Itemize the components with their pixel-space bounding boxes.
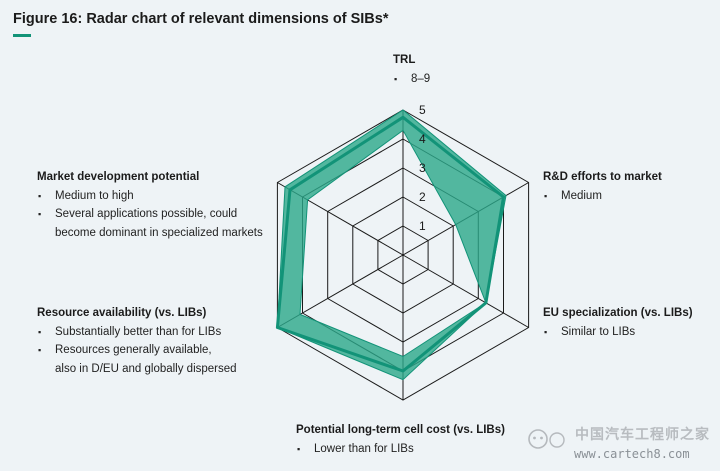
dimension-title: TRL (393, 54, 416, 66)
radar-axis-spoke (402, 254, 529, 328)
dimension-title: Market development potential (37, 171, 200, 183)
radar-tick-label: 1 (419, 219, 426, 233)
radar-series-line (275, 115, 505, 373)
dimension-bullet: 8–9 (393, 70, 430, 88)
wechat-watermark-icon (528, 429, 565, 449)
watermark-text: 中国汽车工程师之家 (575, 427, 710, 443)
dimension-bullet: Several applications possible, could bec… (37, 205, 263, 241)
dimension-title: Potential long-term cell cost (vs. LIBs) (296, 424, 505, 436)
dimension-bullet: Medium (543, 187, 662, 205)
radar-tick-label: 3 (419, 161, 426, 175)
dimension-resource-availability: Resource availability (vs. LIBs) Substan… (37, 304, 237, 378)
dimension-eu-specialization: EU specialization (vs. LIBs) Similar to … (543, 304, 693, 342)
dimension-title: Resource availability (vs. LIBs) (37, 307, 207, 319)
dimension-trl: TRL 8–9 (393, 51, 430, 89)
radar-tick-label: 4 (419, 132, 426, 146)
dimension-cell-cost: Potential long-term cell cost (vs. LIBs)… (296, 421, 505, 459)
watermark-url: www.cartech8.com (574, 447, 690, 461)
dimension-bullet: Similar to LIBs (543, 323, 693, 341)
dimension-title: R&D efforts to market (543, 171, 662, 183)
figure-title: Figure 16: Radar chart of relevant dimen… (13, 11, 389, 27)
dimension-bullet: Lower than for LIBs (296, 440, 505, 458)
dimension-rd-efforts: R&D efforts to market Medium (543, 168, 662, 206)
dimension-title: EU specialization (vs. LIBs) (543, 307, 693, 319)
dimension-market-potential: Market development potential Medium to h… (37, 168, 263, 242)
dimension-bullet: Medium to high (37, 187, 263, 205)
radar-tick-label: 5 (419, 103, 426, 117)
dimension-bullet: Substantially better than for LIBs (37, 323, 237, 341)
radar-tick-label: 2 (419, 190, 426, 204)
dimension-bullet: Resources generally available, also in D… (37, 341, 237, 377)
title-accent-rule (13, 34, 31, 37)
